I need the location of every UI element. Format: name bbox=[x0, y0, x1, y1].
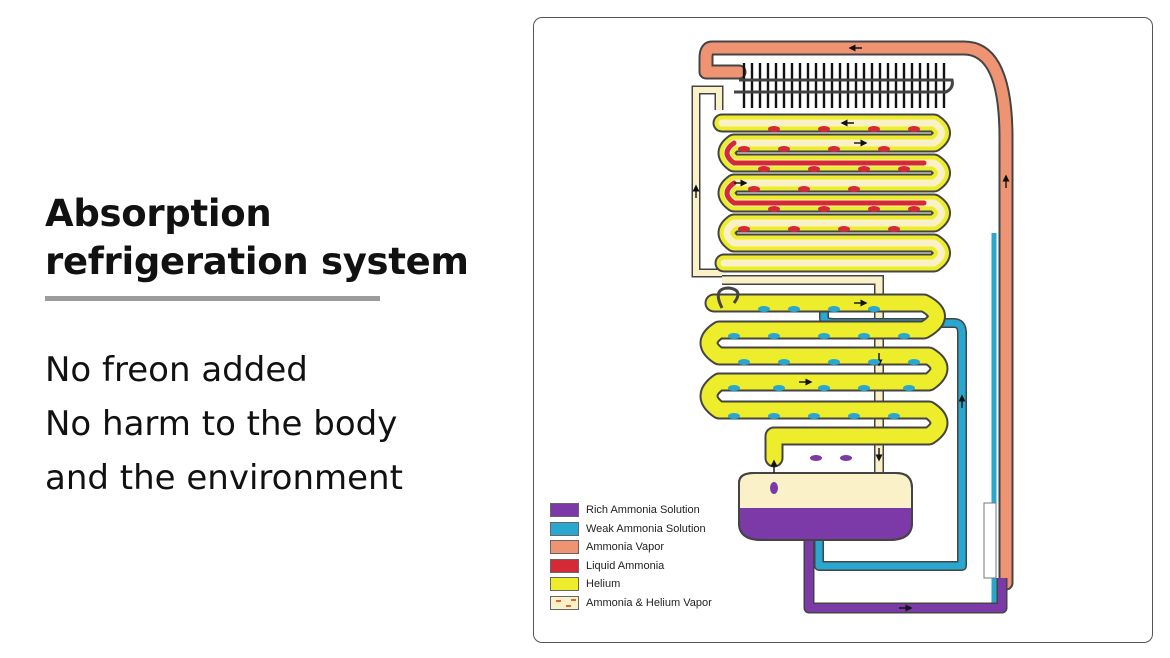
legend-label: Helium bbox=[586, 578, 621, 591]
liquid-ammonia-drop bbox=[848, 186, 860, 192]
legend-swatch bbox=[550, 503, 579, 518]
weak-ammonia-drop bbox=[818, 385, 830, 391]
feature-line-1: No freon added bbox=[45, 350, 308, 390]
refrigeration-diagram bbox=[691, 40, 1014, 614]
weak-ammonia-drop bbox=[773, 385, 785, 391]
weak-ammonia-drop bbox=[898, 333, 910, 339]
weak-ammonia-drop bbox=[828, 359, 840, 365]
liquid-ammonia-drop bbox=[768, 206, 780, 212]
weak-ammonia-drop bbox=[868, 359, 880, 365]
legend-item-ammonia-helium-vapor: Ammonia & Helium Vapor bbox=[550, 594, 712, 613]
legend-item-weak-ammonia: Weak Ammonia Solution bbox=[550, 520, 712, 539]
liquid-ammonia-drop bbox=[868, 206, 880, 212]
weak-ammonia-drop bbox=[808, 413, 820, 419]
legend-swatch bbox=[550, 577, 579, 592]
weak-ammonia-drop bbox=[738, 359, 750, 365]
weak-ammonia-drop bbox=[768, 413, 780, 419]
weak-ammonia-drop bbox=[848, 413, 860, 419]
liquid-ammonia-drop bbox=[868, 126, 880, 132]
legend-label: Liquid Ammonia bbox=[586, 559, 665, 572]
legend-label: Rich Ammonia Solution bbox=[586, 504, 700, 517]
rich-ammonia-drops bbox=[770, 455, 852, 494]
refrigeration-diagram-card: Rich Ammonia Solution Weak Ammonia Solut… bbox=[533, 17, 1153, 643]
liquid-ammonia-drop bbox=[758, 166, 770, 172]
evaporator-coil bbox=[712, 113, 951, 273]
liquid-ammonia-drop bbox=[908, 126, 920, 132]
headline-line-1: Absorption bbox=[45, 192, 272, 235]
ammonia-vapor-pipe bbox=[698, 40, 1014, 591]
liquid-ammonia-drop bbox=[788, 226, 800, 232]
weak-ammonia-drop bbox=[903, 385, 915, 391]
legend-swatch bbox=[550, 595, 579, 610]
liquid-ammonia-drops bbox=[738, 126, 920, 232]
left-panel: Absorption refrigeration system No freon… bbox=[45, 190, 485, 505]
feature-line-2: No harm to the body bbox=[45, 404, 398, 444]
legend-swatch bbox=[550, 558, 579, 573]
liquid-ammonia-drop bbox=[878, 146, 890, 152]
liquid-ammonia-drop bbox=[888, 226, 900, 232]
liquid-ammonia-drop bbox=[738, 226, 750, 232]
absorber-vessel bbox=[738, 472, 913, 541]
headline-line-2: refrigeration system bbox=[45, 240, 469, 283]
weak-ammonia-drop bbox=[858, 385, 870, 391]
weak-ammonia-drop bbox=[728, 413, 740, 419]
legend-swatch bbox=[550, 521, 579, 536]
liquid-ammonia-drop bbox=[798, 186, 810, 192]
legend-label: Weak Ammonia Solution bbox=[586, 522, 706, 535]
condenser-fins bbox=[742, 63, 946, 108]
legend-item-ammonia-vapor: Ammonia Vapor bbox=[550, 538, 712, 557]
weak-ammonia-drop bbox=[728, 333, 740, 339]
condenser-tube bbox=[734, 78, 954, 94]
liquid-ammonia-drop bbox=[908, 206, 920, 212]
weak-ammonia-drop bbox=[728, 385, 740, 391]
legend-item-rich-ammonia: Rich Ammonia Solution bbox=[550, 501, 712, 520]
rich-ammonia-pipe bbox=[803, 536, 1008, 614]
legend-swatch bbox=[550, 540, 579, 555]
liquid-ammonia-drop bbox=[738, 146, 750, 152]
liquid-ammonia-drop bbox=[808, 166, 820, 172]
liquid-ammonia-drop bbox=[818, 206, 830, 212]
absorber-coil bbox=[699, 293, 949, 468]
heater-tube bbox=[983, 502, 997, 579]
weak-ammonia-drop bbox=[828, 306, 840, 312]
liquid-ammonia-drop bbox=[858, 166, 870, 172]
weak-ammonia-drop bbox=[818, 333, 830, 339]
title-underline bbox=[45, 296, 380, 301]
helium-loop-hook bbox=[716, 286, 740, 309]
liquid-ammonia-drop bbox=[838, 226, 850, 232]
feature-line-3: and the environment bbox=[45, 458, 403, 498]
legend: Rich Ammonia Solution Weak Ammonia Solut… bbox=[550, 501, 712, 612]
weak-ammonia-drop bbox=[868, 306, 880, 312]
liquid-ammonia-drop bbox=[818, 126, 830, 132]
legend-label: Ammonia Vapor bbox=[586, 541, 665, 554]
weak-ammonia-drop bbox=[778, 359, 790, 365]
legend-item-liquid-ammonia: Liquid Ammonia bbox=[550, 557, 712, 576]
weak-ammonia-drop bbox=[858, 333, 870, 339]
weak-ammonia-drop bbox=[768, 333, 780, 339]
liquid-ammonia-drop bbox=[898, 166, 910, 172]
feature-list: No freon added No harm to the body and t… bbox=[45, 343, 485, 505]
headline: Absorption refrigeration system bbox=[45, 190, 485, 286]
weak-ammonia-drops bbox=[728, 306, 920, 419]
weak-ammonia-drop bbox=[908, 359, 920, 365]
weak-ammonia-drop bbox=[888, 413, 900, 419]
liquid-ammonia-drop bbox=[768, 126, 780, 132]
weak-ammonia-drop bbox=[758, 306, 770, 312]
liquid-ammonia-drop bbox=[778, 146, 790, 152]
liquid-ammonia-drop bbox=[748, 186, 760, 192]
legend-item-helium: Helium bbox=[550, 575, 712, 594]
legend-label: Ammonia & Helium Vapor bbox=[586, 596, 712, 609]
liquid-ammonia-drop bbox=[828, 146, 840, 152]
weak-ammonia-drop bbox=[788, 306, 800, 312]
